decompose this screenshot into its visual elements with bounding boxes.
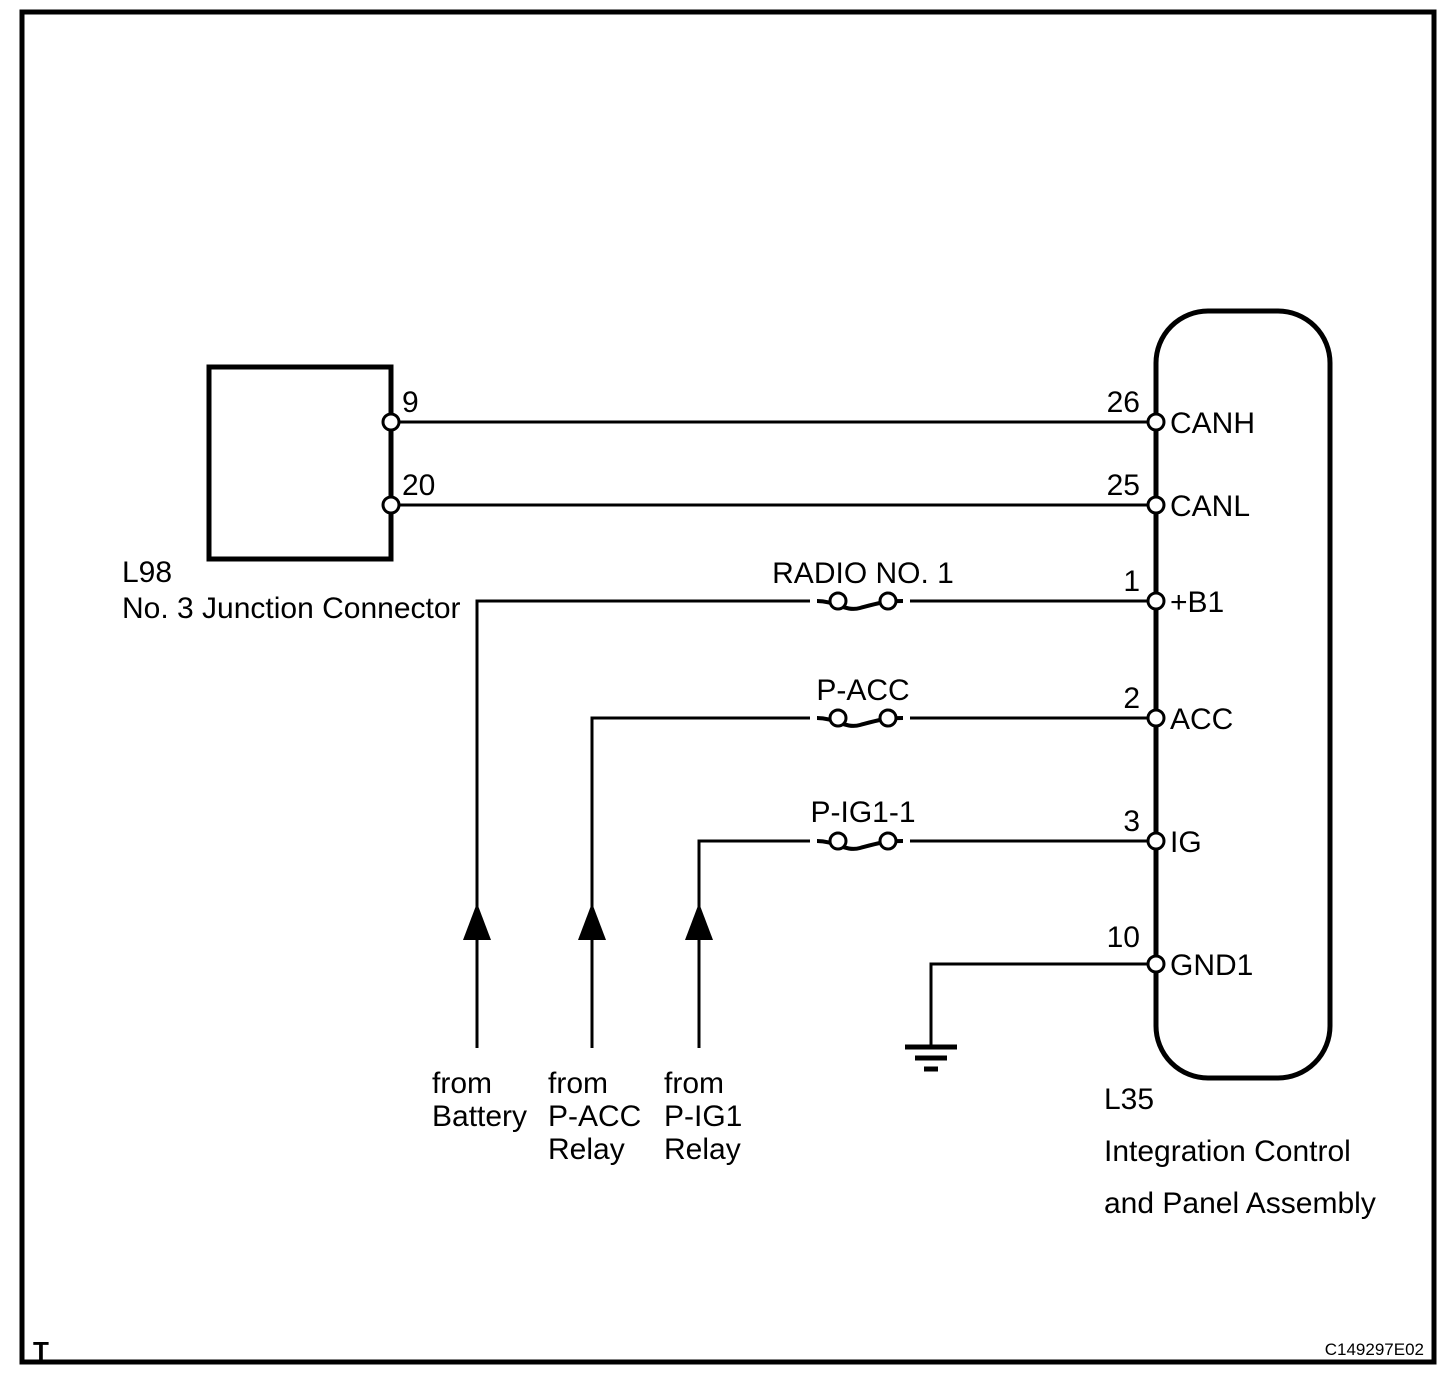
pin-label-acc: ACC [1170, 703, 1233, 736]
source-label-pig1-line1: from [664, 1067, 724, 1100]
pin-number-20: 20 [402, 469, 435, 502]
page-border [19, 9, 1437, 1365]
source-label-pacc-line2: P-ACC [548, 1100, 641, 1133]
wire-label-p-ig1-1: P-IG1-1 [810, 796, 915, 829]
wire-gnd1 [929, 962, 1156, 1045]
source-label-battery-line2: Battery [432, 1100, 527, 1133]
splice-point-right-pig1 [878, 831, 898, 851]
pin-terminal-25 [1146, 495, 1166, 515]
pin-terminal-10 [1146, 954, 1166, 974]
integration-control-name-line2: and Panel Assembly [1104, 1187, 1376, 1220]
pin-label-b1: +B1 [1170, 586, 1224, 619]
pin-label-ig: IG [1170, 826, 1202, 859]
pin-number-26: 26 [1107, 386, 1140, 419]
integration-control-ref: L35 [1104, 1083, 1154, 1116]
page-corner-mark: T [33, 1336, 49, 1366]
pin-number-10: 10 [1107, 921, 1140, 954]
integration-control-name-line1: Integration Control [1104, 1135, 1351, 1168]
wire-label-p-acc: P-ACC [816, 674, 909, 707]
source-arrow-p-acc-relay [578, 903, 606, 1048]
pin-number-25: 25 [1107, 469, 1140, 502]
pin-number-1: 1 [1123, 565, 1140, 598]
source-label-pig1-line3: Relay [664, 1133, 741, 1166]
source-arrow-battery [463, 903, 491, 1048]
source-label-pacc-line3: Relay [548, 1133, 625, 1166]
wire-ig-relay [697, 839, 810, 942]
figure-code: C149297E02 [1325, 1340, 1424, 1359]
pin-terminal-3 [1146, 831, 1166, 851]
source-label-battery-line1: from [432, 1067, 492, 1100]
source-label-pacc-line1: from [548, 1067, 608, 1100]
junction-connector-box [206, 364, 394, 562]
pin-number-2: 2 [1123, 682, 1140, 715]
splice-point-left-radio [828, 591, 848, 611]
pin-terminal-20 [381, 495, 401, 515]
chassis-ground-icon [905, 1044, 957, 1072]
pin-terminal-1 [1146, 591, 1166, 611]
wire-acc-relay [590, 716, 810, 942]
pin-terminal-9 [381, 412, 401, 432]
source-label-pig1-line2: P-IG1 [664, 1100, 742, 1133]
pin-terminal-2 [1146, 708, 1166, 728]
source-arrow-p-ig1-relay [685, 903, 713, 1048]
junction-connector-ref: L98 [122, 556, 172, 589]
pin-label-gnd1: GND1 [1170, 949, 1253, 982]
integration-control-panel-box [1153, 308, 1333, 1081]
pin-number-9: 9 [402, 386, 419, 419]
pin-terminal-26 [1146, 412, 1166, 432]
wire-b1-battery [475, 599, 810, 942]
junction-connector-name: No. 3 Junction Connector [122, 592, 461, 625]
pin-label-canl: CANL [1170, 490, 1250, 523]
pin-number-3: 3 [1123, 805, 1140, 838]
wire-label-radio-no-1: RADIO NO. 1 [772, 557, 954, 590]
splice-point-right-pacc [878, 708, 898, 728]
splice-point-left-pig1 [828, 831, 848, 851]
splice-point-right-radio [878, 591, 898, 611]
splice-point-left-pacc [828, 708, 848, 728]
pin-label-canh: CANH [1170, 407, 1255, 440]
